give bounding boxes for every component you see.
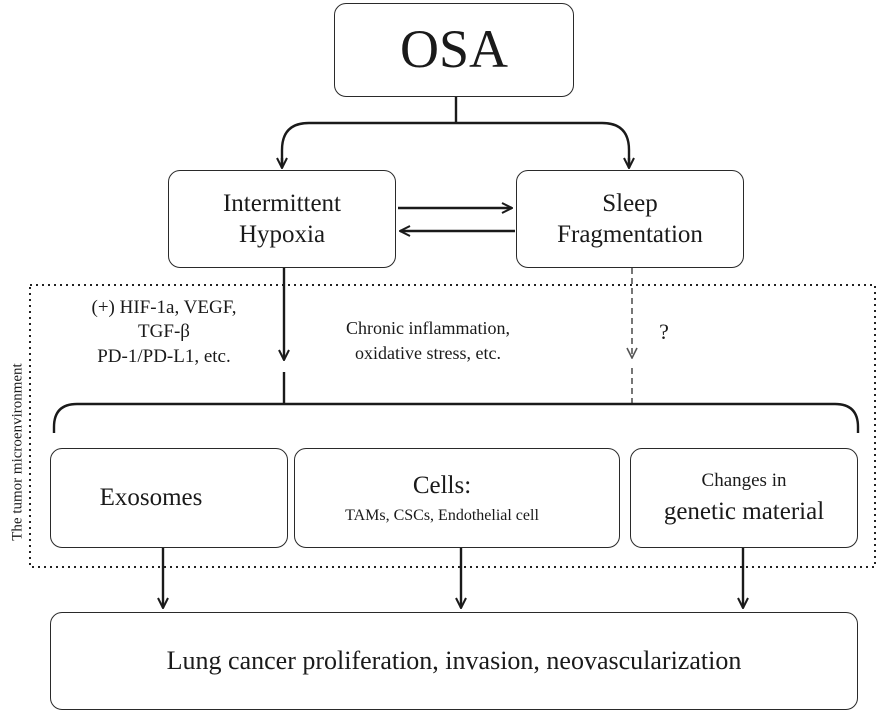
question-mark: ?: [659, 319, 669, 344]
outcome-label: Lung cancer proliferation, invasion, neo…: [166, 645, 742, 675]
left-factors-line-2: TGF-β: [138, 321, 190, 343]
middle-factors-line-2: oxidative stress, etc.: [355, 342, 501, 363]
osa-node: OSA: [334, 3, 574, 97]
sleep-fragmentation-node: Sleep Fragmentation: [516, 170, 744, 268]
exosomes-node: Exosomes: [50, 448, 288, 548]
hypoxia-line-2: Hypoxia: [238, 221, 326, 248]
outcome-node: Lung cancer proliferation, invasion, neo…: [50, 612, 858, 710]
middle-factors-line-1: Chronic inflammation,: [346, 318, 510, 338]
intermittent-hypoxia-node: Intermittent Hypoxia: [168, 170, 396, 268]
genetic-line-1: Changes in: [701, 469, 787, 491]
cells-node: Cells: TAMs, CSCs, Endothelial cell: [294, 448, 620, 548]
hypoxia-line-1: Intermittent: [222, 189, 342, 217]
sleep-line-2: Fragmentation: [557, 221, 703, 248]
left-factors-line-1: (+) HIF-1a, VEGF,: [91, 297, 237, 318]
sleep-line-1: Sleep: [602, 189, 658, 217]
left-factors-line-3: PD-1/PD-L1, etc.: [97, 345, 231, 367]
bracket: [52, 402, 860, 433]
cells-subtitle: TAMs, CSCs, Endothelial cell: [345, 506, 539, 524]
middle-factors-annotation: Chronic inflammation, oxidative stress, …: [298, 316, 558, 366]
tumor-microenvironment-region: [29, 284, 876, 568]
tumor-microenvironment-text: The tumor microenvironment: [9, 363, 26, 541]
exosomes-label: Exosomes: [99, 484, 203, 512]
osa-label: OSA: [399, 19, 509, 80]
left-factors-annotation: (+) HIF-1a, VEGF, TGF-β PD-1/PD-L1, etc.: [56, 296, 272, 369]
cells-title: Cells:: [412, 472, 472, 500]
genetic-material-node: Changes in genetic material: [630, 448, 858, 548]
genetic-line-2: genetic material: [663, 498, 825, 526]
osa-split-line: [280, 97, 631, 166]
